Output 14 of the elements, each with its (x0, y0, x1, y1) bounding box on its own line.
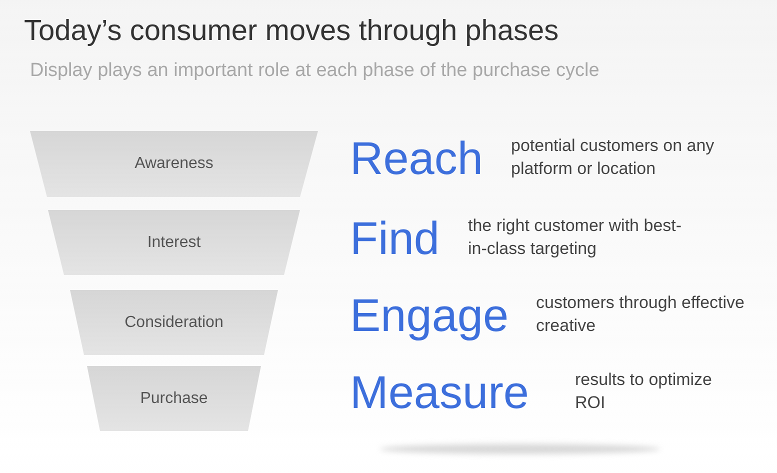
stage-label: Awareness (134, 154, 214, 174)
title: Today’s consumer moves through phases (24, 14, 559, 49)
description: potential customers on any platform or location (511, 135, 716, 180)
action-word: Engage (350, 288, 509, 343)
description: the right customer with best-in-class targeting (468, 215, 683, 260)
action-word: Reach (350, 131, 483, 186)
description: results to optimize ROI (575, 369, 713, 414)
description: customers through effective creative (536, 292, 746, 337)
stage-label: Consideration (124, 312, 224, 332)
subtitle: Display plays an important role at each phase of the purchase cycle (30, 59, 600, 83)
action-word: Find (350, 211, 440, 266)
stage-label: Interest (147, 232, 201, 252)
stage-label: Purchase (140, 388, 208, 408)
action-word: Measure (350, 365, 529, 420)
